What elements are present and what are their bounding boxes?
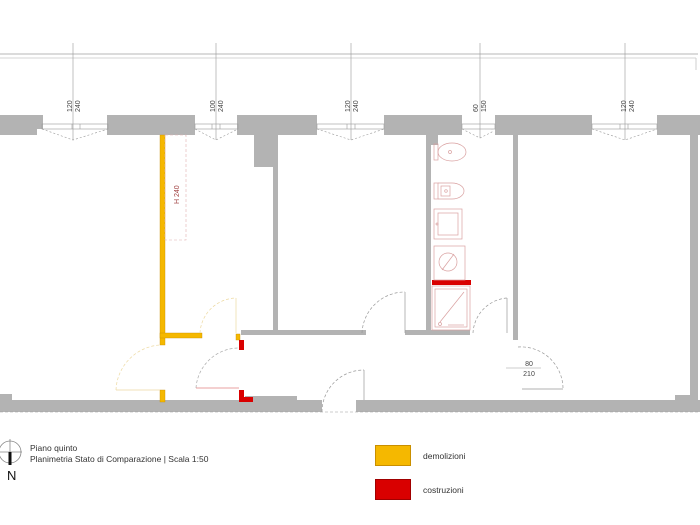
window-1: [41, 43, 109, 141]
interior-walls: [241, 135, 698, 405]
sink-icon: [433, 208, 463, 240]
legend-label-construction: costruzioni: [423, 484, 464, 495]
legend-item-demolizioni: demolizioni: [375, 445, 466, 466]
plan-title: Piano quinto: [30, 443, 78, 453]
window-4-width: 60: [473, 104, 480, 112]
door-width: 80: [525, 361, 533, 368]
window-dimensions: 120 240 100 240 120 240 60 150 120 240: [67, 100, 636, 112]
room-height-label: H 240: [174, 185, 181, 204]
window-2: [194, 43, 239, 141]
window-5: [591, 43, 658, 141]
window-5-width: 120: [621, 100, 628, 112]
doors: [115, 291, 564, 413]
legend-label-demolition: demolizioni: [423, 450, 466, 461]
north-label: N: [7, 468, 17, 483]
window-3: [316, 43, 385, 141]
demolition-walls: [159, 134, 241, 403]
window-2-width: 100: [210, 100, 217, 112]
bathroom-fixtures: [431, 142, 471, 331]
height-annotation-box: H 240: [164, 134, 187, 241]
shower-icon: [431, 285, 471, 331]
window-5-height: 240: [629, 100, 636, 112]
north-arrow-icon: [0, 439, 22, 465]
window-1-width: 120: [67, 100, 74, 112]
plan-subtitle: Planimetria Stato di Comparazione | Scal…: [30, 454, 209, 464]
window-1-height: 240: [75, 100, 82, 112]
window-3-height: 240: [353, 100, 360, 112]
legend-swatch-construction: [375, 479, 411, 500]
plan-caption: Piano quinto Planimetria Stato di Compar…: [30, 443, 208, 465]
window-4: [461, 43, 496, 139]
legend-item-costruzioni: costruzioni: [375, 479, 464, 500]
window-3-width: 120: [345, 100, 352, 112]
window-4-height: 150: [481, 100, 488, 112]
construction-walls: [239, 280, 471, 402]
top-border-lines: [0, 53, 698, 70]
window-2-height: 240: [218, 100, 225, 112]
toilet-icon: [433, 142, 467, 162]
door-dimension: 80 210: [506, 361, 541, 378]
washing-machine-icon: [433, 245, 466, 281]
door-height: 210: [523, 371, 535, 378]
bidet-icon: [433, 182, 465, 200]
legend-swatch-demolition: [375, 445, 411, 466]
exterior-wall-top: [0, 115, 700, 167]
